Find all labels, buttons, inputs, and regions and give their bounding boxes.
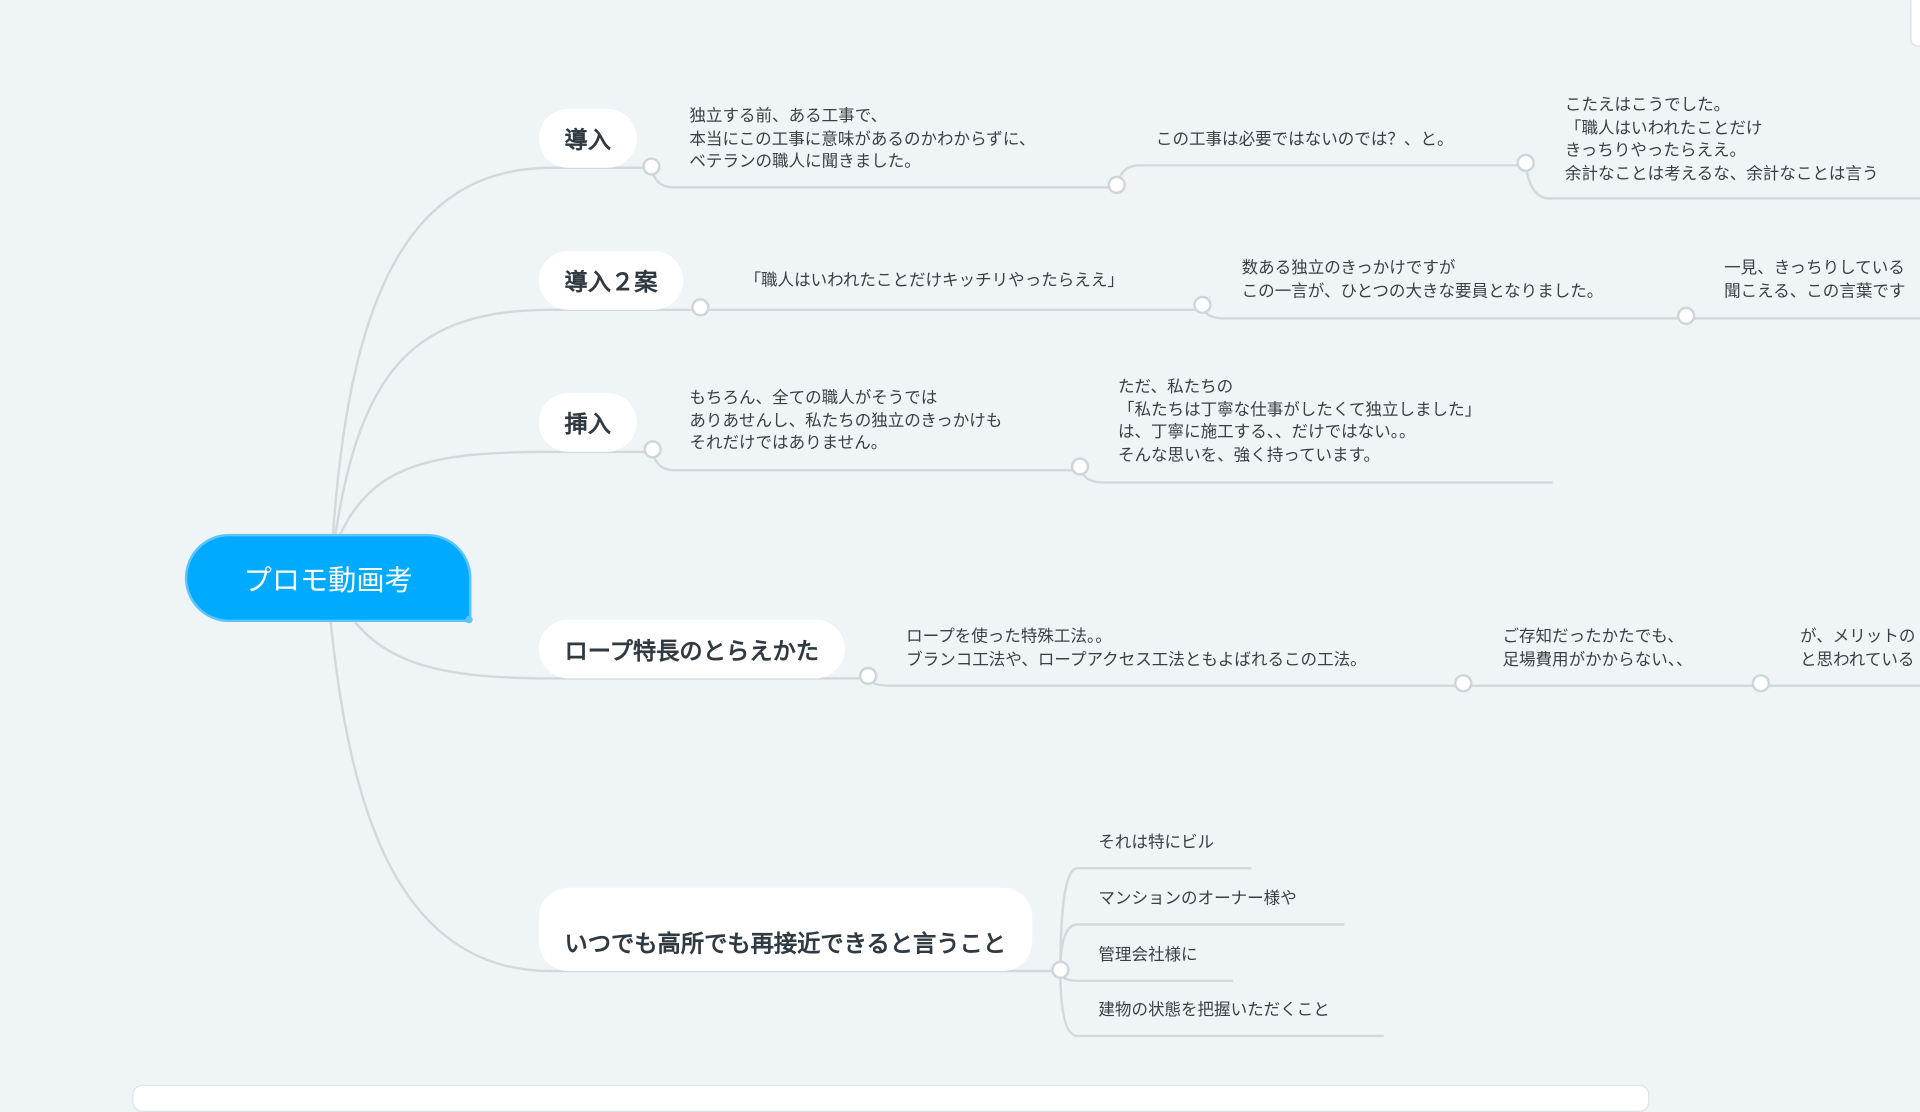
root-label: プロモ動画考 <box>243 565 413 598</box>
bottom-panel <box>132 1084 1650 1112</box>
topic-node[interactable]: もちろん、全ての職人がそうでは ありあせんし、私たちの独立のきっかけも それだけ… <box>689 388 1003 454</box>
branch-node[interactable]: いつでも高所でも再接近できると言うこと <box>538 887 1032 972</box>
branch-node[interactable]: ロープ特長のとらえかた <box>538 619 845 679</box>
root-handle[interactable] <box>465 615 473 624</box>
branch-node[interactable]: 導入 <box>538 108 637 168</box>
topic-node[interactable]: 管理会社様に <box>1098 945 1198 965</box>
topic-node[interactable]: が、メリットの と思われている <box>1800 626 1916 670</box>
topic-node[interactable]: 数ある独立のきっかけですが この一言が、ひとつの大きな要員となりました。 <box>1241 258 1604 301</box>
branch-node[interactable]: 導入２案 <box>538 251 684 310</box>
top-right-panel <box>1910 0 1920 47</box>
topic-node[interactable]: この工事は必要ではないのでは？、と。 <box>1155 129 1454 150</box>
topic-node[interactable]: 建物の状態を把握いただくこと <box>1098 1000 1330 1021</box>
topic-node[interactable]: ご存知だったかたでも、 足場費用がかからない、、 <box>1502 626 1693 670</box>
topic-node[interactable]: 独立する前、ある工事で、 本当にこの工事に意味があるのかわからずに、 ベテランの… <box>689 106 1036 172</box>
root-node[interactable]: プロモ動画考 <box>184 533 472 623</box>
topic-node[interactable]: こたえはこうでした。 「職人はいわれたことだけ きっちりやったらええ。 余計なこ… <box>1564 95 1879 184</box>
topic-node[interactable]: それは特にビル <box>1098 832 1215 853</box>
topic-node[interactable]: ロープを使った特殊工法。。 ブランコ工法や、ロープアクセス工法ともよばれるこの工… <box>906 626 1367 670</box>
topic-node[interactable]: マンションのオーナー様や <box>1098 888 1297 909</box>
topic-node[interactable]: 「職人はいわれたことだけキッチリやったらええ」 <box>744 270 1124 291</box>
branch-node[interactable]: 挿入 <box>538 393 637 452</box>
topic-node[interactable]: 一見、きっちりしている 聞こえる、この言葉です <box>1724 258 1906 301</box>
expand-handles <box>642 153 1771 979</box>
topic-node[interactable]: ただ、私たちの 「私たちは丁寧な仕事がしたくて独立しました」 は、丁寧に施工する… <box>1117 377 1482 465</box>
